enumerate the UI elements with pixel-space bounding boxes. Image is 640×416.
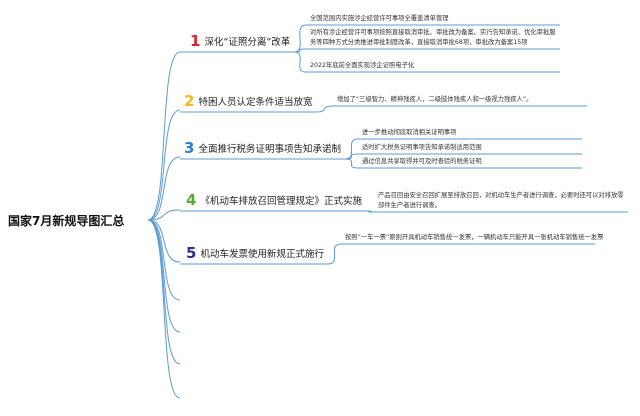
leaf-connector [293, 51, 307, 73]
leaf-connector [327, 243, 342, 265]
leaf-connector [315, 105, 334, 113]
branch-number: 4 [186, 190, 197, 209]
leaf-connector [365, 210, 375, 213]
leaf-connector [293, 48, 307, 53]
branch-connector [147, 51, 181, 221]
leaf-text: 适时扩大税务证明事项告知承诺制适用范围 [362, 144, 482, 151]
leaf-connector [344, 158, 359, 169]
leaf-text: 按照“一车一票”原则开具机动车销售统一发票，一辆机动车只能开具一张机动车销售统一… [345, 234, 604, 241]
branch-number: 1 [190, 31, 201, 50]
branch-label: 深化“证照分离”改革 [204, 37, 291, 48]
branch-label: 全面推行税务证明事项告知承诺制 [198, 144, 341, 155]
leaf-text: 增加了“三级智力、精神残疾人，二级肢体残疾人和一级视力残疾人”。 [337, 96, 533, 103]
branch-number: 2 [184, 91, 195, 110]
branch-connector [147, 109, 181, 221]
branch-3[interactable]: 3 全面推行税务证明事项告知承诺制 [184, 138, 341, 158]
leaf-text: 2022年底前全面实现涉企证照电子化 [310, 62, 415, 69]
branch-number: 5 [186, 243, 197, 262]
leaf-text: 对所有涉企经营许可事项按照直接取消审批、审批改为备案、实行告知承诺、优化审批服务… [310, 29, 556, 46]
branch-label: 机动车发票使用新规正式施行 [200, 249, 324, 260]
root-title: 国家7月新规导图汇总 [8, 213, 125, 228]
leaf-text: 产品召回由安全召回扩展至排放召回，对机动车生产者进行调查，必要时还可以对排放零部… [378, 192, 624, 209]
branch-label: 特困人员认定条件适当放宽 [198, 97, 313, 108]
branch-number: 3 [184, 138, 195, 157]
branch-connector [147, 209, 181, 221]
branch-5[interactable]: 5 机动车发票使用新规正式施行 [186, 243, 324, 263]
branch-4[interactable]: 4 《机动车排放召回管理规定》正式实施 [186, 190, 362, 210]
root-node[interactable]: 国家7月新规导图汇总 [8, 208, 158, 232]
leaf-connector [293, 24, 307, 53]
branch-2[interactable]: 2 特困人员认定条件适当放宽 [184, 91, 312, 111]
leaf-text: 全国范围内实施涉企经营许可事项全覆盖清单管理 [310, 15, 449, 22]
branch-1[interactable]: 1 深化“证照分离”改革 [190, 31, 290, 51]
leaf-connector [344, 153, 359, 160]
leaf-text: 通过信息共享取得并可及时查验的税务证明 [362, 158, 482, 165]
empty-branch-connector [147, 219, 181, 399]
branch-label: 《机动车排放召回管理规定》正式实施 [200, 196, 362, 207]
branch-connector [147, 219, 181, 263]
branch-connector [147, 156, 181, 221]
leaf-text: 进一步推动彻底取消相关证明事项 [362, 129, 457, 136]
